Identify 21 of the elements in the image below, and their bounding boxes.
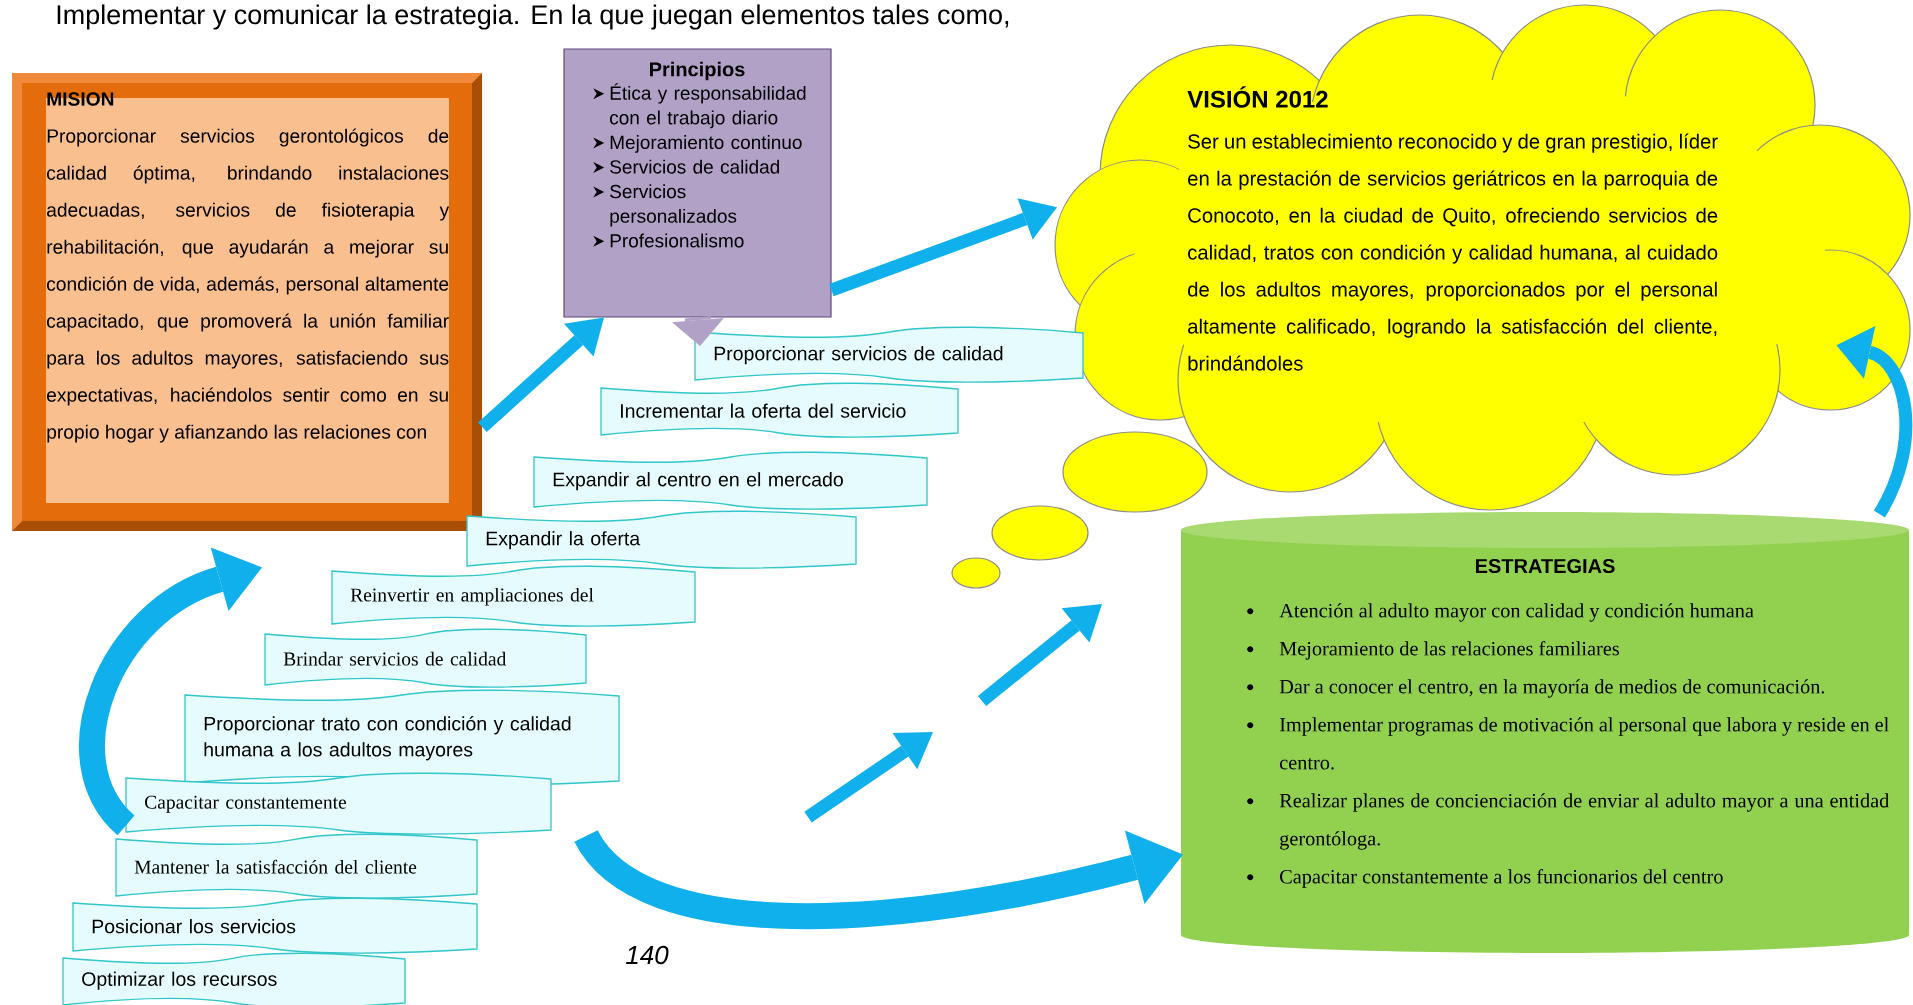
- heading-text: Implementar y comunicar la estrategia. En la que juegan elementos tales como,: [57, 4, 1009, 30]
- block-arrow: [575, 828, 1183, 930]
- banner: Expandir al centro en el mercado: [533, 451, 928, 510]
- banner: Proporcionar servicios de calidad: [694, 326, 1084, 383]
- page-number: 140: [626, 945, 669, 965]
- principles-box: Principios Ética y responsabilidad con el trabajo diario Mejoramiento continuo Servicios de calidad Servicios personalizados Profesionalismo: [563, 48, 832, 318]
- banner: Brindar servicios de calidad: [264, 628, 587, 688]
- mission-box: MISION Proporcionar servicios gerontológicos de calidad óptima, brindando instalaciones adecuadas, servicios de fisioterapia y rehabilitación, que ayudarán a mejorar su condición de vida, además, personal altamente capacitado, que promoverá la unión familiar para los adultos mayores, satisfaciendo sus expectativas, haciéndolos sentir como en su propio hogar y afianzando las relaciones con: [12, 73, 482, 531]
- banner: Optimizar los recursos: [62, 952, 406, 1005]
- block-arrow: [1836, 326, 1913, 518]
- block-arrow: [478, 317, 604, 433]
- banner: Posicionar los servicios: [72, 897, 478, 954]
- banner: Expandir la oferta: [466, 510, 857, 569]
- banner: Proporcionar trato con condición y calidad humana a los adultos mayores: [184, 689, 620, 786]
- block-arrow: [829, 198, 1057, 297]
- banner: Reinvertir en ampliaciones del: [331, 565, 696, 627]
- banner: Mantener la satisfacción del cliente: [115, 833, 478, 899]
- banner: Incrementar la oferta del servicio: [600, 382, 959, 438]
- strategy-cylinder: ESTRATEGIAS Atención al adulto mayor con calidad y condición humana Mejoramiento de las relaciones familiares Dar a conocer el centro, en la mayoría de medios de comunicación. Implementar programas de motivación al personal que labora y reside en el centro. Realizar planes de concienciación de enviar al adulto mayor a una entidad gerontóloga. Capacitar constantemente a los funcionarios del centro: [1181, 512, 1909, 953]
- banner: Capacitar constantemente: [125, 772, 552, 835]
- block-arrow: [672, 316, 724, 346]
